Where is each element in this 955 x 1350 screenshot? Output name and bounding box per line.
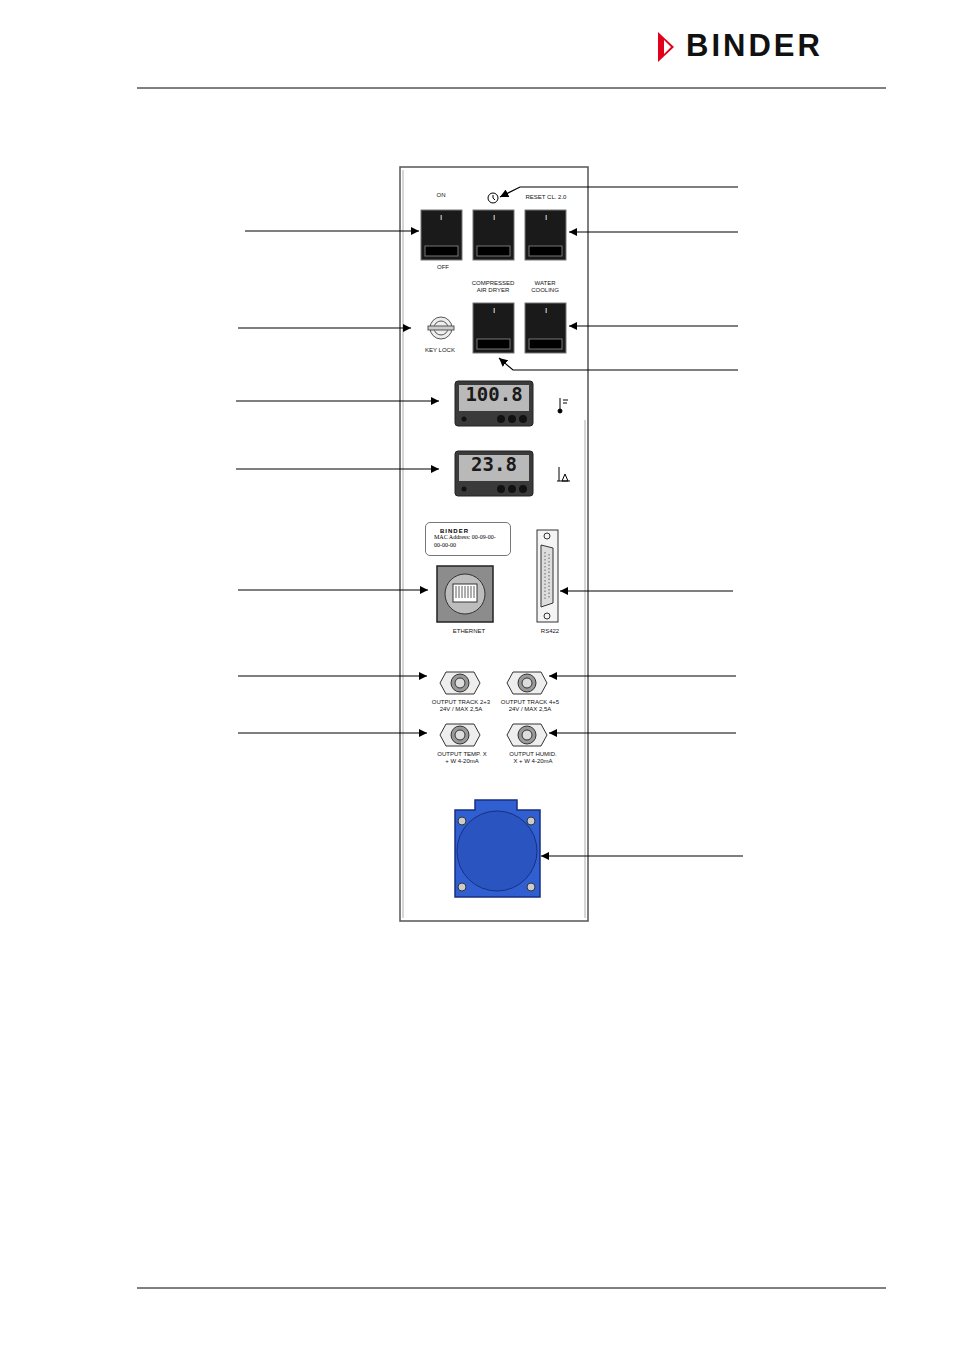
panel-label: I <box>545 213 547 222</box>
panel-label: ETHERNET <box>453 628 485 635</box>
panel-label: OUTPUT TRACK 4+5 24V / MAX 2,5A <box>497 699 563 713</box>
panel-label: OFF <box>437 264 449 271</box>
node-text: BINDER <box>434 528 469 534</box>
node-text: MAC Address: 00-09-00-00-00-00 <box>434 534 496 550</box>
panel-label: I <box>545 306 547 315</box>
panel-label: RS422 <box>541 628 559 635</box>
panel-label: I <box>493 213 495 222</box>
ethernet-jack <box>437 566 493 622</box>
leader-arrows <box>236 187 743 856</box>
node-text: 23.8 <box>471 453 517 475</box>
mac-address-label: BINDERMAC Address: 00-09-00-00-00-00 <box>425 522 511 556</box>
panel-label: I <box>440 213 442 222</box>
footer-rule <box>137 1288 886 1289</box>
panel-label: COMPRESSED AIR DRYER <box>467 280 519 294</box>
panel-label: I <box>493 306 495 315</box>
binder-logo-mark <box>658 32 674 62</box>
panel-label: RESET CL. 2.0 <box>526 194 567 201</box>
control-panel <box>400 167 588 921</box>
panel-label: WATER COOLING <box>525 280 565 294</box>
rs422-sub-d <box>537 530 558 622</box>
rocker-switches <box>421 210 566 353</box>
temperature-display: 100.8 <box>459 385 529 411</box>
panel-label: OUTPUT TEMP. X + W 4-20mA <box>436 751 488 765</box>
display-housings <box>455 381 533 496</box>
panel-label: OUTPUT HUMID. X + W 4-20mA <box>507 751 559 765</box>
cee-socket <box>455 800 540 897</box>
thermometer-symbol <box>558 398 568 413</box>
node-text: 100.8 <box>465 383 522 405</box>
timer-symbol <box>488 193 498 203</box>
humidity-display: 23.8 <box>459 455 529 481</box>
panel-label: OUTPUT TRACK 2+3 24V / MAX 2,5A <box>428 699 494 713</box>
panel-label: ON <box>437 192 446 199</box>
key-lock <box>428 317 454 339</box>
header-rule <box>137 88 886 89</box>
humidity-symbol <box>557 467 570 481</box>
panel-label: KEY LOCK <box>425 347 455 354</box>
brand-logo: BINDER <box>686 28 823 64</box>
